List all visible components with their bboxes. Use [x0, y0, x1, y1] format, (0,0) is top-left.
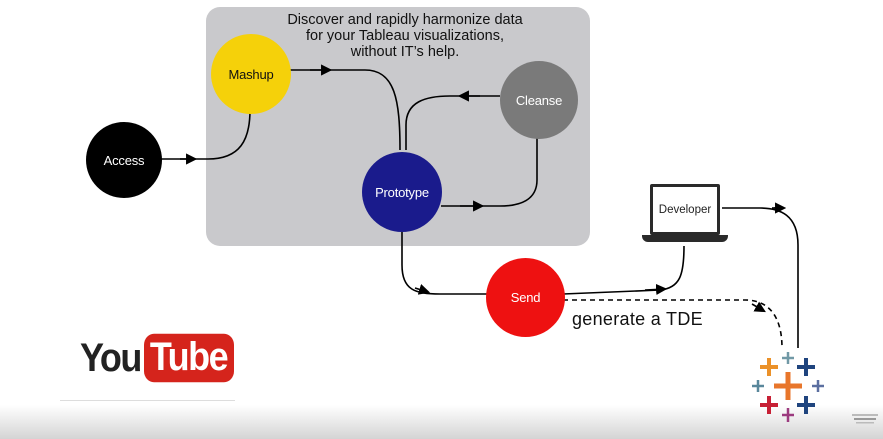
mashup-node: Mashup: [211, 34, 291, 114]
prototype-to-cleanse-connector: [405, 95, 500, 150]
cleanse-to-prototype-connector: [441, 135, 538, 207]
access-node: Access: [86, 122, 162, 198]
tableau-plus-logo: [752, 352, 824, 422]
access-to-mashup-connector: [160, 109, 251, 160]
mashup-to-prototype-connector: [290, 69, 401, 151]
send-node: Send: [486, 258, 565, 337]
youtube-logo: You Tube: [80, 333, 235, 383]
developer-label: Developer: [658, 203, 712, 216]
tableau-to-developer-connector: [722, 207, 799, 348]
prototype-to-send-connector: [401, 232, 487, 295]
divider: [60, 400, 235, 401]
laptop-icon: Developer: [640, 180, 730, 246]
laptop-base: [642, 235, 728, 242]
generate-tde-label: generate a TDE: [572, 309, 703, 329]
developer-screen: Developer: [650, 184, 720, 235]
bottom-bar: [0, 405, 883, 439]
watermark-logo-icon: [852, 414, 878, 424]
send-to-developer-connector: [562, 245, 685, 295]
send-to-tableau-dashed-connector: [563, 299, 783, 349]
youtube-tube-text: Tube: [143, 333, 235, 383]
cleanse-node: Cleanse: [500, 61, 578, 139]
headline-text: Discover and rapidly harmonize data for …: [287, 12, 523, 60]
prototype-node: Prototype: [362, 152, 442, 232]
youtube-you-text: You: [80, 334, 142, 380]
